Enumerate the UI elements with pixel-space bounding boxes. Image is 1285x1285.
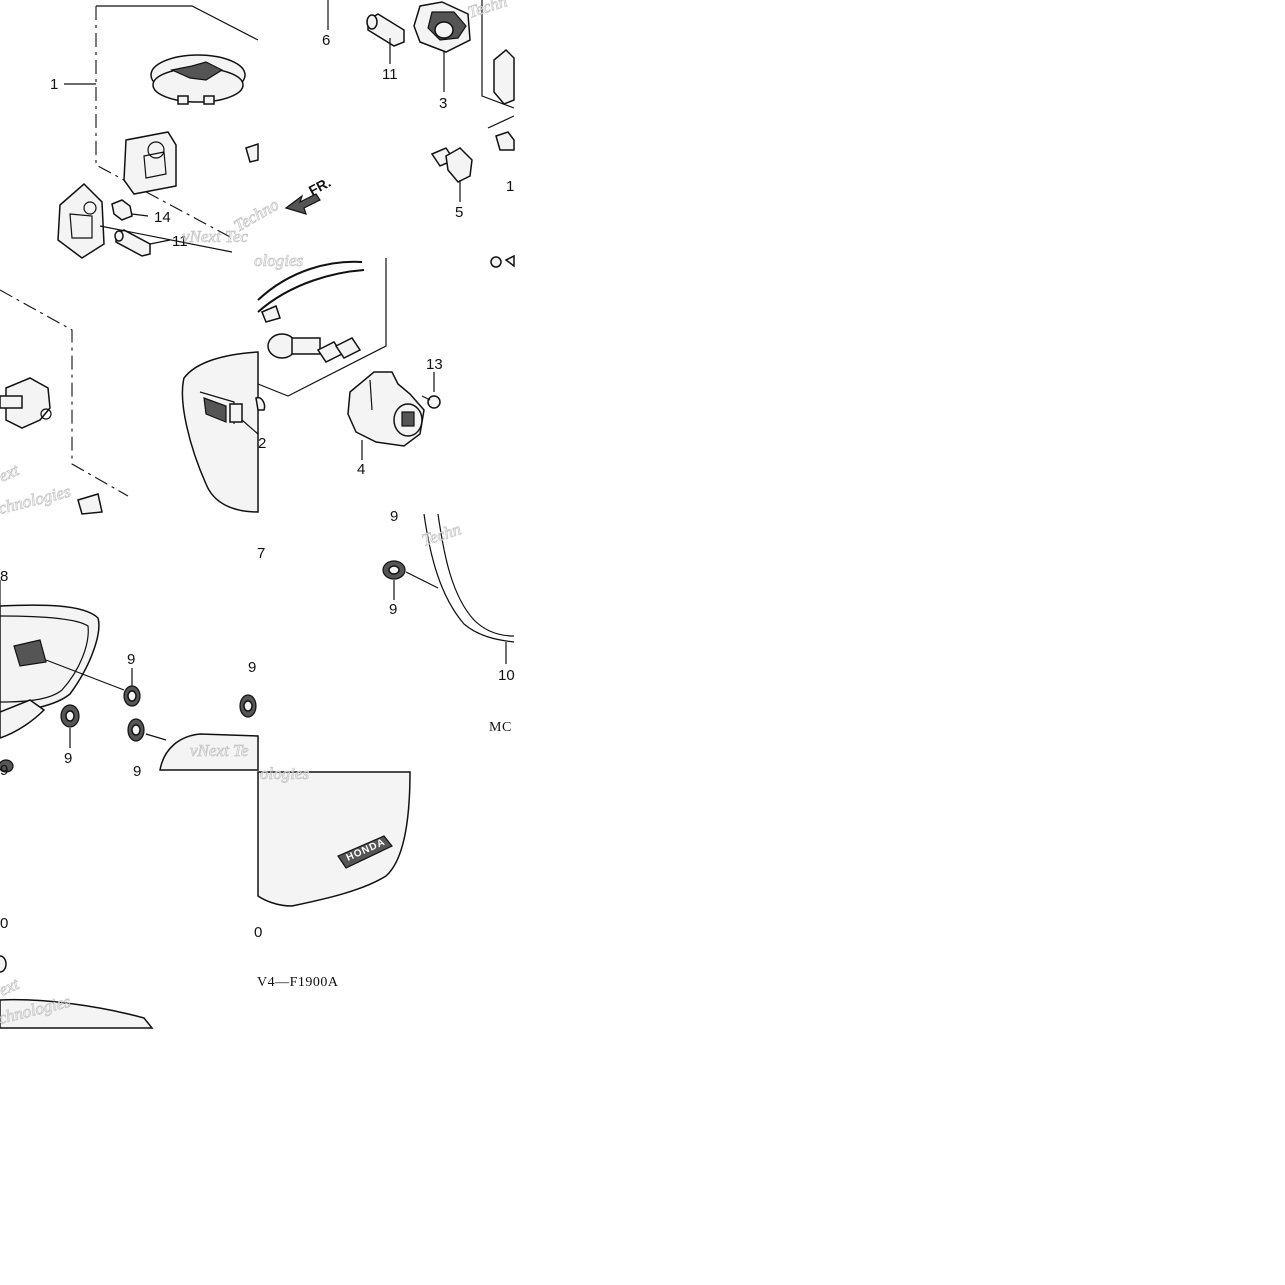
- callout-9-mid: 9: [389, 601, 397, 618]
- callout-1-right: 1: [506, 178, 514, 195]
- tile-lower-middle: HONDA: [257, 771, 411, 907]
- collar-11b-part: [366, 13, 405, 64]
- svg-text:FR.: FR.: [306, 174, 333, 199]
- tile-bottom-middle: [382, 513, 515, 664]
- callout-labels: 1 6 11 3 1 5 14 11 13 2 4 9 7 8 9 9 9 10…: [0, 32, 515, 941]
- tank-cap-part: [150, 54, 246, 105]
- watermark-text: vNext Tec: [182, 227, 248, 246]
- tile-top-left: [57, 5, 259, 259]
- grommet-9d-part: [239, 694, 257, 718]
- callout-9-top: 9: [390, 508, 398, 525]
- key-cylinder-part: [413, 1, 471, 92]
- callout-3: 3: [439, 95, 447, 112]
- callout-8: 8: [0, 568, 8, 585]
- tile-top-middle: FR.: [284, 0, 515, 215]
- collar-11-part: [114, 229, 171, 257]
- latch-part: [0, 377, 52, 429]
- side-cover-lower-part: HONDA: [257, 771, 411, 907]
- diagram-code-top: MC: [489, 720, 512, 735]
- watermark-text: ologies: [260, 764, 309, 783]
- callout-11-left: 11: [172, 233, 188, 250]
- watermark-text: Techno: [231, 195, 283, 236]
- tile-middle-middle: [181, 254, 515, 513]
- watermark-text: ext: [0, 974, 23, 1000]
- wire-harness-part: [257, 260, 365, 323]
- ignition-keys-part: [267, 333, 362, 363]
- callout-13: 13: [426, 356, 443, 373]
- callout-0-b: 0: [0, 915, 8, 932]
- callout-7: 7: [257, 545, 265, 562]
- callout-9-low: 9: [64, 750, 72, 767]
- bolt-14-part: [111, 199, 149, 221]
- callout-9-edge: 9: [0, 762, 8, 779]
- key-part: [430, 147, 473, 202]
- grommet-9a-part: [123, 685, 141, 707]
- callout-2: 2: [258, 435, 266, 452]
- callout-10: 10: [498, 667, 515, 684]
- callout-14: 14: [154, 209, 171, 226]
- tile-lower-left: [0, 955, 154, 1029]
- watermark-text: ologies: [254, 251, 303, 270]
- mount-plate-part: [57, 182, 105, 259]
- tile-middle-left: [0, 289, 129, 515]
- grommet-9e-part: [382, 560, 406, 580]
- callout-9-right: 9: [248, 659, 256, 676]
- diagram-code-bottom: V4—F1900A: [257, 975, 339, 990]
- screw-13-part: [421, 372, 441, 409]
- callout-4: 4: [357, 461, 365, 478]
- watermark-text: vNext Te: [190, 741, 249, 760]
- callout-6: 6: [322, 32, 330, 49]
- callout-9-left: 9: [127, 651, 135, 668]
- ignition-switch-part: [347, 371, 425, 460]
- lock-block-part: [123, 131, 177, 195]
- tile-bottom-left: [0, 580, 259, 773]
- callout-5: 5: [455, 204, 463, 221]
- callout-9-bottom: 9: [133, 763, 141, 780]
- callout-0-a: 0: [254, 924, 262, 941]
- side-cover-left-part: [181, 351, 259, 513]
- front-direction-arrow: FR.: [284, 174, 333, 215]
- watermark-text: chnologies: [0, 482, 73, 518]
- callout-1: 1: [50, 76, 58, 93]
- watermark-text: Techn: [465, 0, 509, 22]
- grommet-9b-part: [60, 704, 80, 728]
- callout-11-top: 11: [382, 66, 398, 83]
- side-cover-right-part: [0, 604, 125, 713]
- watermark-text: ext: [0, 460, 23, 486]
- grommet-9c-part: [127, 718, 145, 742]
